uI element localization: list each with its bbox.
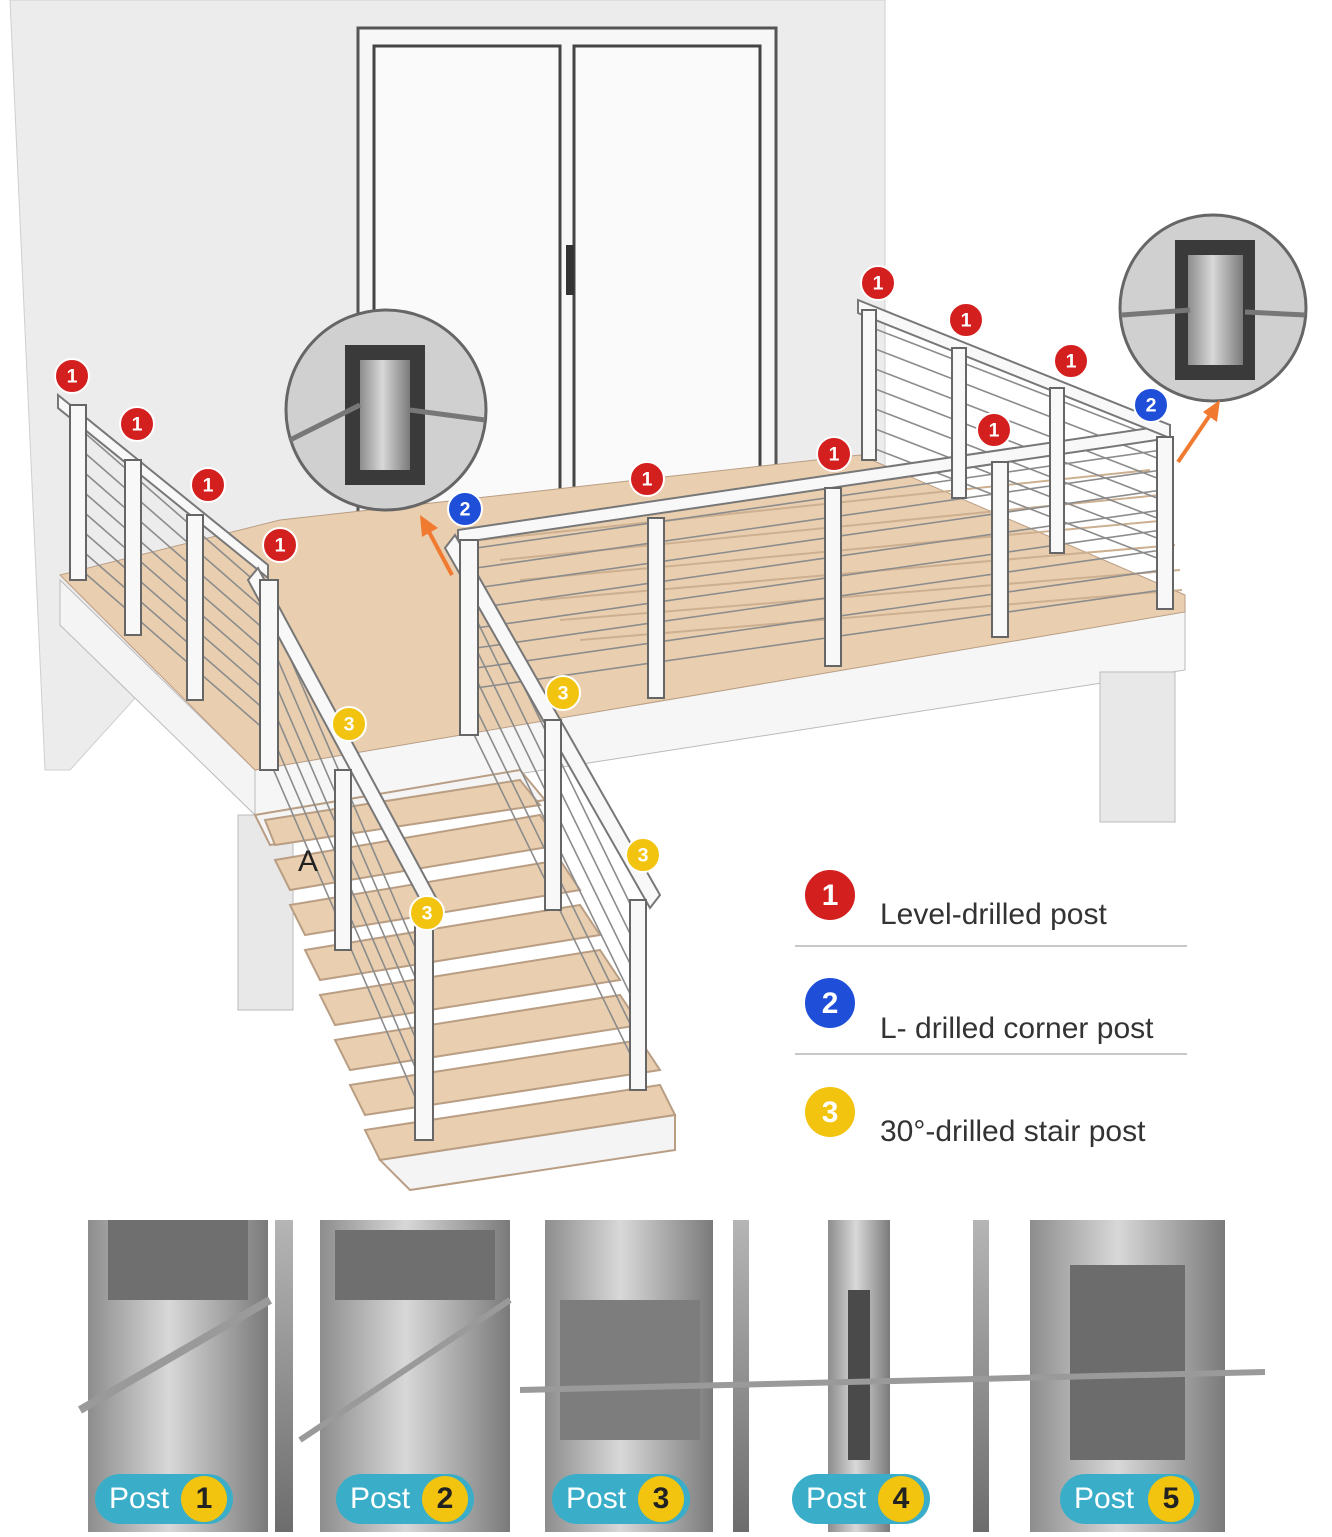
post-pill-number: 4 — [878, 1476, 924, 1522]
legend-label-stair: 30°-drilled stair post — [880, 1115, 1146, 1148]
marker-number: 1 — [822, 879, 839, 912]
legend-divider — [795, 1053, 1187, 1055]
marker-number: 1 — [642, 468, 653, 490]
sliding-door — [356, 26, 778, 522]
deck-support-right — [1099, 671, 1176, 823]
post-marker-corner: 2 — [447, 491, 483, 527]
legend-marker-level: 1 — [803, 868, 857, 922]
post-pill-5: Post 5 — [1060, 1474, 1200, 1524]
post-marker-level: 1 — [816, 436, 852, 472]
post-marker-level: 1 — [629, 461, 665, 497]
legend-markers: 1 2 3 — [803, 868, 857, 1139]
post-marker-corner: 2 — [1133, 387, 1169, 423]
post-marker-stair: 3 — [625, 837, 661, 873]
marker-number: 1 — [961, 309, 972, 331]
post-marker-stair: 3 — [545, 675, 581, 711]
post-pill-word: Post — [350, 1482, 411, 1515]
marker-number: 1 — [275, 534, 286, 556]
legend-divider — [795, 945, 1187, 947]
post-pill-2: Post 2 — [336, 1474, 474, 1524]
post-marker-level: 1 — [54, 358, 90, 394]
post-pill-1: Post 1 — [95, 1474, 233, 1524]
post-pill-word: Post — [1074, 1482, 1135, 1515]
marker-number: 1 — [989, 419, 1000, 441]
post-pill-number: 1 — [181, 1476, 227, 1522]
marker-number: 3 — [822, 1096, 839, 1129]
post-pill-3: Post 3 — [552, 1474, 690, 1524]
marker-number: 1 — [203, 474, 214, 496]
post-marker-level: 1 — [190, 467, 226, 503]
post-markers: 1 1 1 1 1 1 1 1 1 1 2 2 3 3 3 3 — [54, 265, 1169, 931]
post-marker-stair: 3 — [331, 706, 367, 742]
marker-number: 2 — [460, 498, 471, 520]
post-marker-level: 1 — [1053, 343, 1089, 379]
zoom-detail-left — [284, 308, 488, 512]
post-pill-number: 3 — [638, 1476, 684, 1522]
marker-number: 1 — [67, 365, 78, 387]
legend-label-level: Level-drilled post — [880, 898, 1107, 931]
post-pill-word: Post — [109, 1482, 170, 1515]
marker-number: 1 — [132, 413, 143, 435]
post-marker-level: 1 — [976, 412, 1012, 448]
post-marker-stair: 3 — [409, 895, 445, 931]
marker-number: 3 — [638, 844, 649, 866]
post-pill-word: Post — [566, 1482, 627, 1515]
legend-label-corner: L- drilled corner post — [880, 1012, 1154, 1045]
marker-number: 2 — [1146, 394, 1157, 416]
post-marker-level: 1 — [948, 302, 984, 338]
post-marker-level: 1 — [119, 406, 155, 442]
marker-number: 1 — [829, 443, 840, 465]
marker-number: 1 — [1066, 350, 1077, 372]
pointer-arrows — [420, 400, 1220, 576]
post-pill-number: 5 — [1148, 1476, 1194, 1522]
post-pill-word: Post — [806, 1482, 867, 1515]
zoom-detail-right — [1118, 213, 1308, 403]
post-pill-4: Post 4 — [792, 1474, 930, 1524]
railing-posts — [69, 309, 1174, 1141]
marker-number: 3 — [422, 902, 433, 924]
post-pill-number: 2 — [422, 1476, 468, 1522]
marker-number: 3 — [344, 713, 355, 735]
post-marker-level: 1 — [262, 527, 298, 563]
post-marker-level: 1 — [860, 265, 896, 301]
marker-number: 3 — [558, 682, 569, 704]
marker-number: 2 — [822, 987, 839, 1020]
legend-marker-stair: 3 — [803, 1085, 857, 1139]
legend-marker-corner: 2 — [803, 976, 857, 1030]
stair-label: A — [298, 845, 319, 878]
deck-surface — [59, 454, 1186, 771]
marker-number: 1 — [873, 272, 884, 294]
